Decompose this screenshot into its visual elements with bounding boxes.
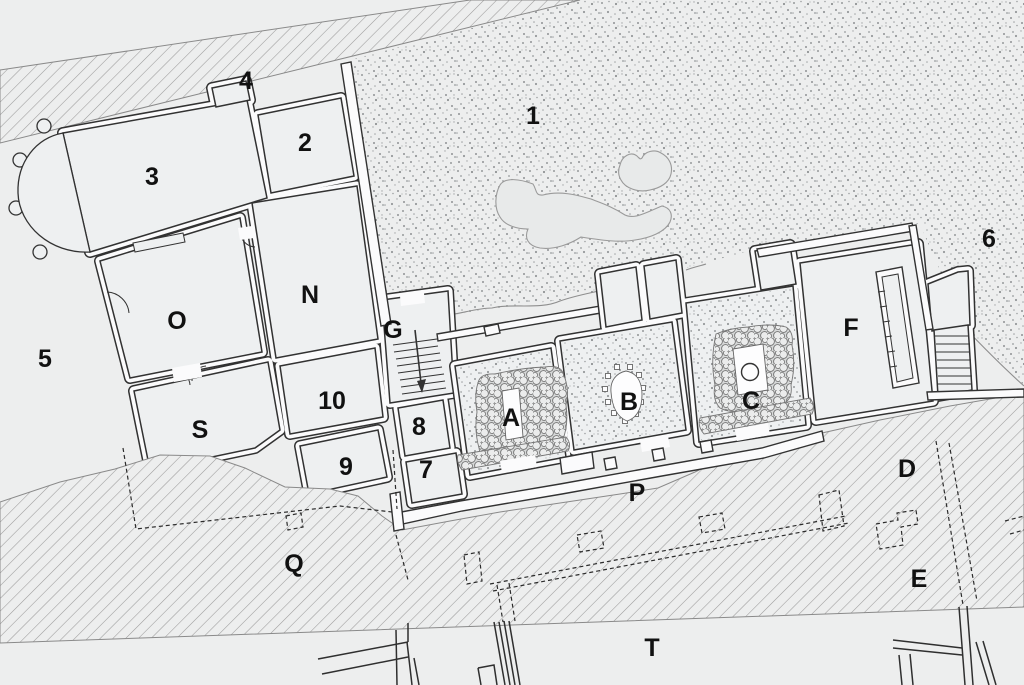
t-h-wall (892, 639, 963, 685)
garden-feature-blob-small (618, 150, 673, 192)
area-label-4: 4 (239, 67, 253, 95)
road-edge-lines (317, 641, 409, 675)
portico-stylobate-wall (395, 430, 825, 526)
east-street-wall (926, 388, 1024, 401)
doorway-g-north (400, 293, 425, 306)
area-label-q: Q (284, 550, 303, 578)
area-labels: 1 2 3 4 5 6 7 8 9 10 A B C D E F G N O P… (38, 67, 996, 662)
area-label-6: 6 (982, 225, 996, 253)
area-label-3: 3 (145, 163, 159, 191)
t-stair-lines (493, 620, 521, 685)
area-label-n: N (301, 281, 319, 309)
pillar-stub-2 (651, 447, 666, 462)
area-label-o: O (167, 307, 186, 335)
area-label-p: P (629, 479, 646, 507)
area-label-g: G (383, 316, 402, 344)
dashed-channel-p (489, 515, 850, 592)
t-wall-corner (395, 623, 420, 685)
room-o-niche (132, 232, 186, 253)
stair-direction-line (414, 329, 422, 384)
doorway-c-south (735, 423, 770, 441)
area-label-1: 1 (526, 102, 540, 130)
room-a-table-base (501, 387, 524, 441)
t-diagonal-wall (975, 640, 997, 685)
dashed-feature-d (875, 509, 919, 550)
area-label-d: D (898, 455, 916, 483)
area-label-9: 9 (339, 453, 353, 481)
area-label-8: 8 (412, 413, 426, 441)
dashed-enclosure-q (122, 447, 409, 581)
dashed-walls-d-e (935, 440, 978, 606)
area-label-b: B (620, 388, 638, 416)
t-long-wall (958, 605, 974, 685)
west-wing-building (8, 81, 462, 503)
garden-west-wall (340, 61, 392, 327)
area-label-t: T (644, 634, 659, 662)
unexcavated-hatch-top-band (0, 0, 581, 144)
area-label-f: F (843, 314, 858, 342)
area-label-7: 7 (419, 456, 433, 484)
area-label-10: 10 (318, 387, 346, 415)
area-label-s: S (192, 416, 209, 444)
dashed-base-p-east (818, 489, 845, 532)
pillar-stub-1 (603, 456, 618, 471)
staircase-east (935, 335, 972, 385)
dashed-pillar-base-3 (698, 512, 726, 534)
garden-feature-blob-large (495, 179, 672, 249)
dashed-restorations (122, 440, 1024, 623)
garden-stippled-ground (350, 0, 1024, 387)
street-structures-t (317, 605, 997, 685)
room-features (106, 226, 972, 475)
area-label-c: C (742, 387, 760, 415)
dashed-wall-right-edge (1004, 515, 1024, 535)
area-label-e: E (911, 565, 928, 593)
dashed-base-q (285, 512, 304, 531)
doorway-o-s (172, 363, 202, 382)
dashed-pillar-base-2 (576, 530, 605, 553)
area-label-5: 5 (38, 345, 52, 373)
dashed-pillar-base-1 (463, 551, 483, 585)
staircase-g (392, 329, 447, 395)
area-label-a: A (502, 404, 520, 432)
pillar-stub-north-corridor (483, 323, 501, 337)
room-f-basin (875, 266, 920, 389)
t-small-structure (477, 664, 498, 685)
east-wall-f-block (908, 224, 934, 331)
room-c-well-circle (740, 362, 760, 382)
pillar-stub-3 (699, 439, 714, 454)
apse-room-3 (8, 118, 91, 260)
room-a-masonry-strip (457, 436, 571, 471)
room-c-masonry-strip (698, 397, 815, 435)
garden-area-1-6-texture (350, 0, 1024, 385)
doorway-o-n (238, 226, 254, 240)
pillar-block-ab (559, 451, 595, 475)
dashed-stair-lines (496, 582, 516, 623)
area-label-2: 2 (298, 129, 312, 157)
portico-corner-wall (389, 491, 405, 532)
doorway-a-south (500, 455, 537, 473)
room-b-fountain-feature (602, 364, 646, 424)
stair-arrow-head (417, 379, 426, 393)
door-arc-o-west (106, 291, 130, 314)
